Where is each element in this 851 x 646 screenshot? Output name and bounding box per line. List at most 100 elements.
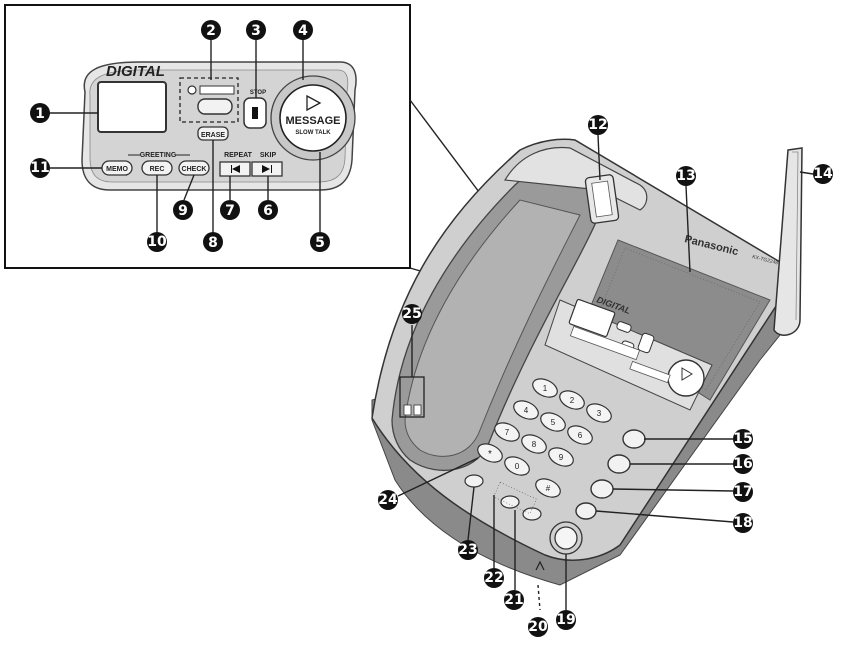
small-button-23[interactable] xyxy=(464,474,484,488)
callout-7: 7 xyxy=(220,200,240,220)
svg-text:16: 16 xyxy=(733,456,752,472)
answer-indicator-icon xyxy=(187,85,197,95)
callout-12: 12 xyxy=(588,115,608,135)
svg-text:21: 21 xyxy=(504,592,523,608)
svg-text:4: 4 xyxy=(298,23,308,39)
stop-icon xyxy=(252,107,258,119)
key-hash-label: # xyxy=(546,484,551,493)
svg-text:13: 13 xyxy=(676,168,695,184)
svg-text:3: 3 xyxy=(251,23,261,39)
antenna xyxy=(773,147,803,336)
key-2[interactable] xyxy=(557,387,587,412)
key-4[interactable] xyxy=(511,397,541,422)
key-0[interactable] xyxy=(502,453,532,478)
base-unit: Panasonic KX-TG2248 DIGITAL xyxy=(371,134,814,611)
key-9[interactable] xyxy=(546,444,576,469)
slowtalk-label: SLOW TALK xyxy=(295,130,331,136)
message-button[interactable] xyxy=(279,84,347,152)
check-label: CHECK xyxy=(182,166,207,173)
memo-label: MEMO xyxy=(106,166,128,173)
key-hash[interactable] xyxy=(533,475,563,500)
svg-text:9: 9 xyxy=(178,203,188,219)
stop-label: STOP xyxy=(250,90,266,96)
key-5-label: 5 xyxy=(551,418,556,427)
svg-text:18: 18 xyxy=(733,515,752,531)
key-6[interactable] xyxy=(565,422,595,447)
svg-text:2: 2 xyxy=(206,23,216,39)
callout-4: 4 xyxy=(293,20,313,40)
key-7-label: 7 xyxy=(505,428,510,437)
key-star[interactable] xyxy=(475,440,505,465)
message-label: MESSAGE xyxy=(285,115,340,127)
key-2-label: 2 xyxy=(570,396,575,405)
svg-text:15: 15 xyxy=(733,431,752,447)
callout-15: 15 xyxy=(733,429,753,449)
svg-text:7: 7 xyxy=(225,203,235,219)
play-icon xyxy=(306,94,322,112)
svg-text:23: 23 xyxy=(458,542,477,558)
svg-text:19: 19 xyxy=(556,612,575,628)
big-button-19[interactable] xyxy=(554,526,578,550)
greeting-label: GREETING xyxy=(140,152,177,159)
callout-16: 16 xyxy=(733,454,753,474)
repeat-label: REPEAT xyxy=(224,152,253,159)
lcd-display xyxy=(97,81,167,133)
callout-19: 19 xyxy=(556,610,576,630)
key-6-label: 6 xyxy=(578,431,583,440)
speaker-grille xyxy=(584,239,771,401)
panel-brand: DIGITAL xyxy=(106,63,165,80)
rec-label: REC xyxy=(150,166,165,173)
svg-text:25: 25 xyxy=(402,306,421,322)
callout-23: 23 xyxy=(458,540,478,560)
key-1-label: 1 xyxy=(543,384,548,393)
erase-label: ERASE xyxy=(201,132,225,139)
callout-11: 11 xyxy=(30,158,50,178)
svg-text:11: 11 xyxy=(30,160,49,176)
side-button-18[interactable] xyxy=(575,502,597,520)
callout-25: 25 xyxy=(402,304,422,324)
callout-18: 18 xyxy=(733,513,753,533)
svg-text:6: 6 xyxy=(263,203,273,219)
callout-1: 1 xyxy=(30,103,50,123)
key-star-label: * xyxy=(488,449,492,460)
callout-8: 8 xyxy=(203,232,223,252)
svg-text:5: 5 xyxy=(315,235,325,251)
svg-text:17: 17 xyxy=(733,484,752,500)
svg-text:12: 12 xyxy=(588,117,607,133)
key-8[interactable] xyxy=(519,431,549,456)
svg-text:20: 20 xyxy=(528,619,548,635)
key-7[interactable] xyxy=(492,419,522,444)
svg-text:1: 1 xyxy=(35,106,45,122)
svg-text:22: 22 xyxy=(484,570,503,586)
base-lcd xyxy=(568,298,616,338)
svg-text:14: 14 xyxy=(813,166,833,182)
answer-on-button[interactable] xyxy=(197,98,233,115)
callout-13: 13 xyxy=(676,166,696,186)
small-button-21b[interactable] xyxy=(522,507,542,521)
callout-24: 24 xyxy=(378,490,398,510)
callout-9: 9 xyxy=(173,200,193,220)
side-button-17[interactable] xyxy=(590,479,614,499)
key-0-label: 0 xyxy=(515,462,520,471)
callout-5: 5 xyxy=(310,232,330,252)
dialpad: 1 2 3 4 5 6 7 8 9 * 0 # xyxy=(475,375,614,500)
callout-6: 6 xyxy=(258,200,278,220)
callout-20: 20 xyxy=(528,617,548,637)
svg-text:10: 10 xyxy=(147,234,167,250)
key-8-label: 8 xyxy=(532,440,537,449)
callout-17: 17 xyxy=(733,482,753,502)
key-3[interactable] xyxy=(584,400,614,425)
forward-icon xyxy=(262,165,272,173)
callout-21: 21 xyxy=(504,590,524,610)
key-1[interactable] xyxy=(530,375,560,400)
side-button-15[interactable] xyxy=(622,429,646,449)
key-5[interactable] xyxy=(538,409,568,434)
svg-text:8: 8 xyxy=(208,235,218,251)
callout-14: 14 xyxy=(813,164,833,184)
skip-label: SKIP xyxy=(260,152,277,159)
callout-22: 22 xyxy=(484,568,504,588)
small-button-21a[interactable] xyxy=(500,495,520,509)
side-button-16[interactable] xyxy=(607,454,631,474)
key-3-label: 3 xyxy=(597,409,602,418)
